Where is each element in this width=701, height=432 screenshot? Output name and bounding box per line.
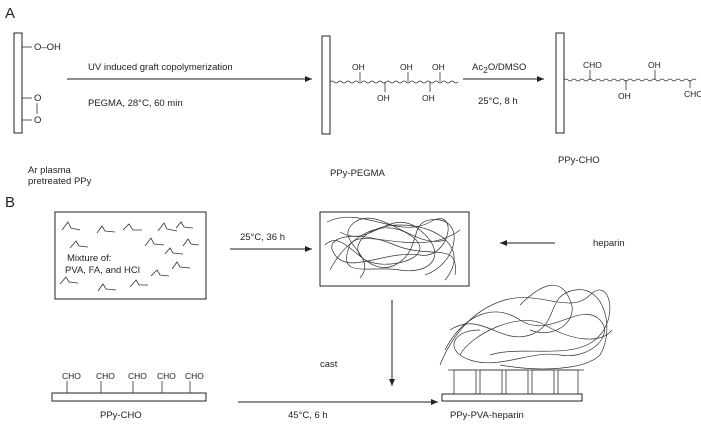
- hydroperoxide-group: O–OH: [34, 42, 61, 53]
- panel-a-letter: A: [5, 5, 15, 22]
- cast-label: cast: [320, 359, 338, 370]
- surface-cho-5: CHO: [185, 371, 204, 381]
- pegma-oh-2: OH: [377, 93, 390, 103]
- step2-condition-below: 25°C, 8 h: [478, 96, 518, 107]
- final-linker-posts: [448, 369, 584, 395]
- surface-cho-bonds: [66, 381, 191, 393]
- peroxide-o-bottom: O: [34, 115, 41, 126]
- step-b2-condition: 45°C, 6 h: [288, 410, 328, 421]
- cho-group-2: CHO: [684, 89, 701, 99]
- final-substrate: [441, 393, 583, 402]
- product1-label: PPy-PEGMA: [330, 168, 386, 179]
- start-label-line1: Ar plasma: [28, 165, 71, 176]
- pegma-oh-1: OH: [352, 62, 365, 72]
- step1-condition-above: UV induced graft copolymerization: [88, 62, 233, 73]
- cho-oh-1: OH: [618, 91, 631, 101]
- surface-label: PPy-CHO: [100, 410, 142, 421]
- heparin-label: heparin: [593, 238, 625, 249]
- step2-reagent: Ac2O/DMSO: [472, 62, 526, 75]
- start-label-line2: pretreated PPy: [28, 176, 92, 187]
- final-polymer-network: [439, 284, 613, 370]
- final-label: PPy-PVA-heparin: [450, 410, 524, 421]
- surface-cho-3: CHO: [128, 371, 147, 381]
- ppy-film-start: [13, 32, 38, 134]
- surface-cho-2: CHO: [96, 371, 115, 381]
- pva-fragments: [59, 221, 200, 292]
- pegma-oh-5: OH: [432, 62, 445, 72]
- ppy-pegma-film: [321, 35, 459, 135]
- ppy-cho-substrate: [51, 392, 207, 402]
- step1-condition-below: PEGMA, 28°C, 60 min: [88, 98, 183, 109]
- pegma-oh-3: OH: [400, 62, 413, 72]
- mixture-line2: PVA, FA, and HCl: [65, 265, 140, 276]
- panel-b-letter: B: [5, 194, 15, 211]
- cho-group-1: CHO: [583, 60, 602, 70]
- polymer-network: [324, 216, 461, 281]
- mixture-line1: Mixture of:: [67, 253, 111, 264]
- surface-cho-1: CHO: [62, 371, 81, 381]
- step-b1-condition: 25°C, 36 h: [240, 232, 285, 243]
- surface-cho-4: CHO: [157, 371, 176, 381]
- pegma-oh-4: OH: [422, 93, 435, 103]
- product2-label: PPy-CHO: [558, 155, 600, 166]
- peroxide-o-top: O: [34, 93, 41, 104]
- ppy-cho-film: [555, 32, 697, 134]
- cho-oh-2: OH: [648, 60, 661, 70]
